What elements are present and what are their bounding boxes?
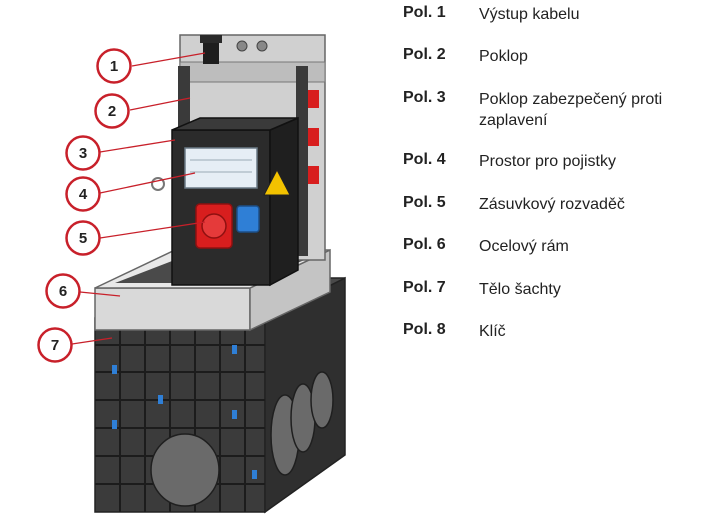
fuse-compartment xyxy=(184,147,258,189)
blue-socket xyxy=(236,205,260,233)
svg-text:5: 5 xyxy=(79,230,87,247)
callout-5: 5 xyxy=(65,220,101,256)
callout-3: 3 xyxy=(65,135,101,171)
callout-7: 7 xyxy=(37,327,73,363)
svg-text:3: 3 xyxy=(79,145,87,162)
callout-1: 1 xyxy=(96,48,132,84)
cable-outlet xyxy=(200,35,268,64)
svg-text:7: 7 xyxy=(51,337,59,354)
socket-distributor xyxy=(151,116,299,287)
svg-text:2: 2 xyxy=(108,103,116,120)
svg-text:4: 4 xyxy=(79,186,88,203)
svg-text:1: 1 xyxy=(110,58,118,75)
warning-sign-icon xyxy=(263,168,291,196)
leader-lines xyxy=(71,52,206,345)
callout-6: 6 xyxy=(45,273,81,309)
svg-text:6: 6 xyxy=(59,283,67,300)
callout-2: 2 xyxy=(94,93,130,129)
callout-4: 4 xyxy=(65,176,101,212)
